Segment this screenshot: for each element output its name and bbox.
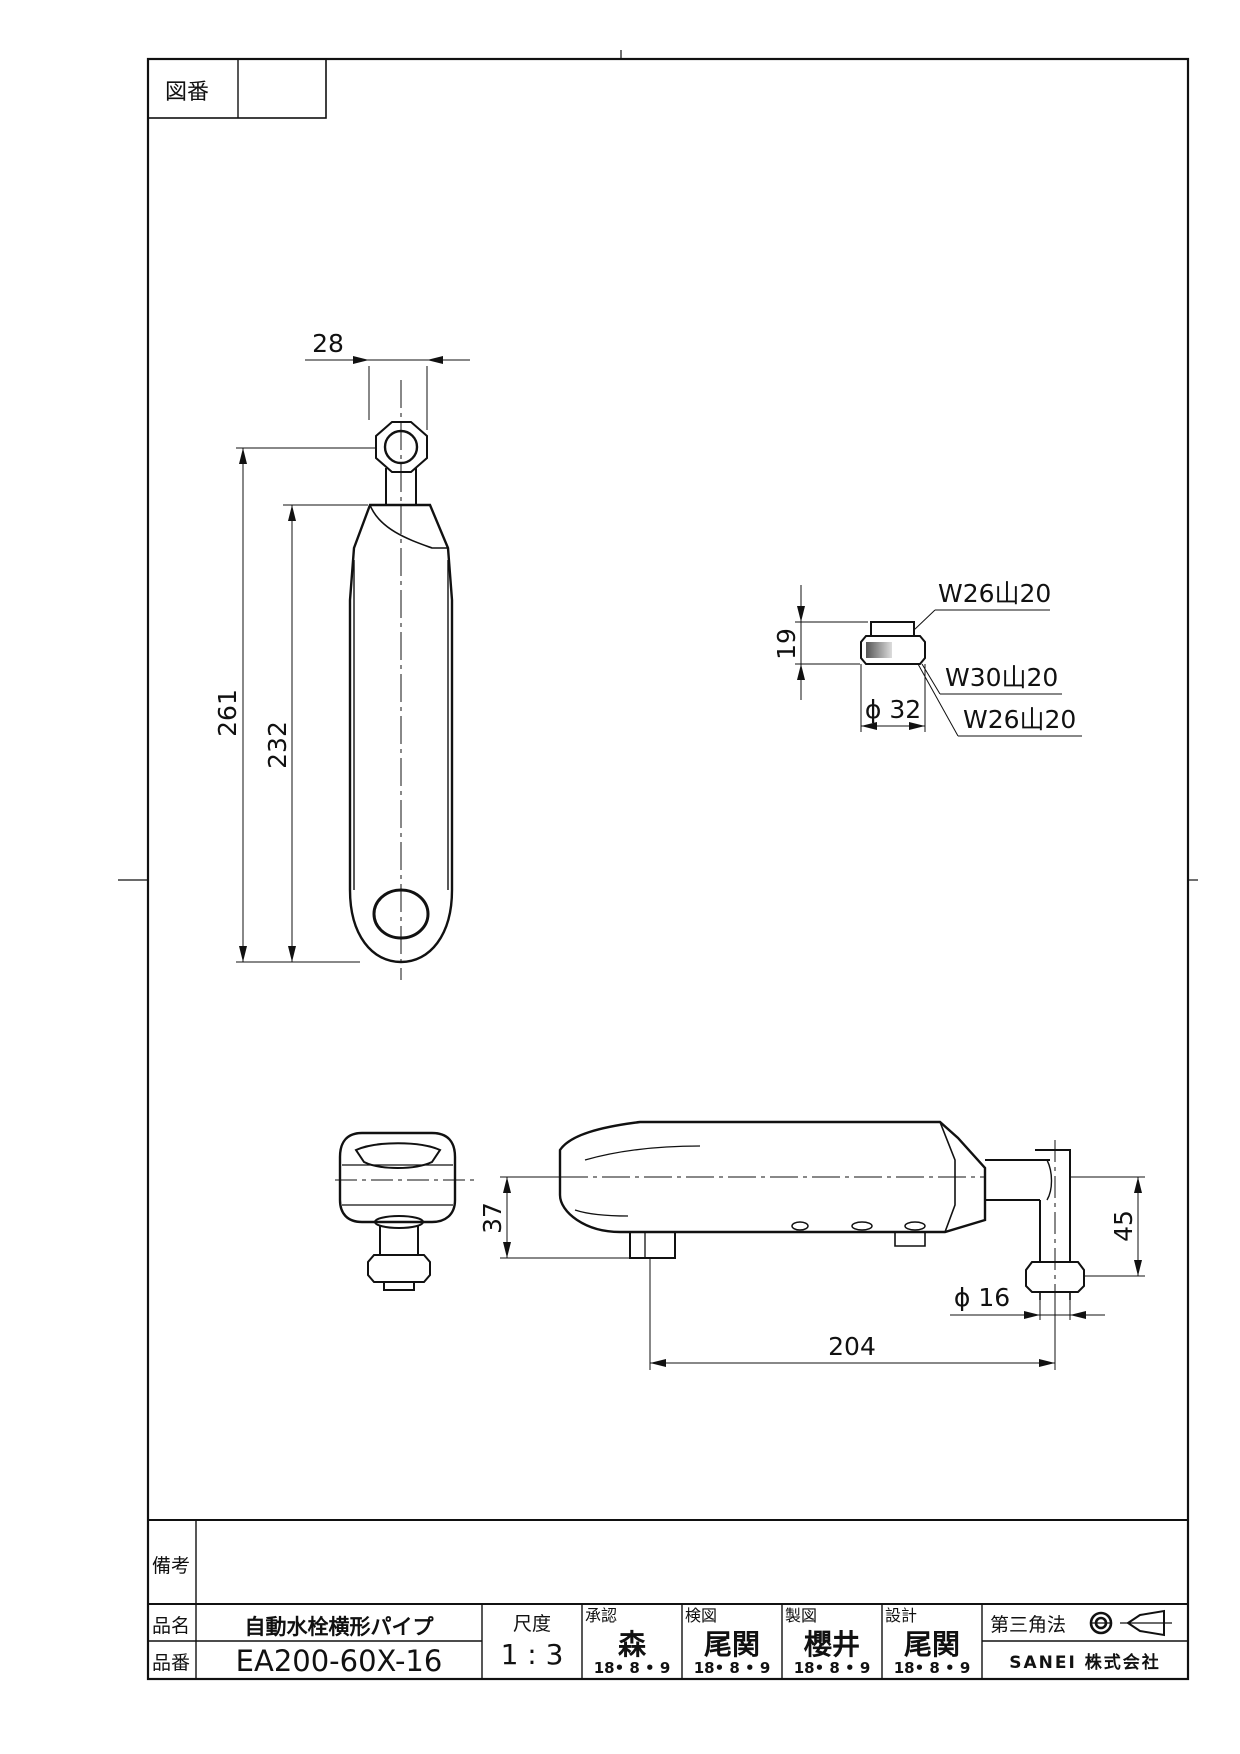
approval-2: 検図 尾関 18• 8 • 9 [685, 1606, 770, 1677]
scale-value: 1 : 3 [501, 1638, 564, 1671]
dim-elbow-height: 45 [1070, 1176, 1145, 1277]
approval-3-date: 18• 8 • 9 [794, 1659, 871, 1677]
dim-thread-height: 19 [772, 585, 868, 700]
approval-2-date: 18• 8 • 9 [694, 1659, 771, 1677]
end-view [335, 1131, 475, 1291]
approval-3-name: 櫻井 [803, 1628, 860, 1661]
approval-4-name: 尾関 [904, 1628, 960, 1661]
drawing-number-box: 図番 [147, 58, 327, 119]
thread-leader-bottom: W26山20 [917, 663, 1082, 737]
approval-3-role: 製図 [785, 1606, 817, 1625]
thread-bottom-text: W26山20 [963, 705, 1076, 734]
product-name: 自動水栓横形パイプ [245, 1615, 435, 1639]
thread-shading [866, 642, 892, 658]
scale-label: 尺度 [513, 1613, 551, 1635]
approval-1: 承認 森 18• 8 • 9 [585, 1606, 670, 1677]
approval-1-date: 18• 8 • 9 [594, 1659, 671, 1677]
dim-thread-dia-text: ϕ 32 [865, 695, 921, 724]
dim-pipe-dia-text: ϕ 16 [954, 1283, 1010, 1312]
dim-overall-length-text: 261 [213, 689, 242, 737]
dim-thread-height-text: 19 [772, 628, 801, 660]
product-code: EA200-60X-16 [236, 1644, 443, 1678]
approval-1-name: 森 [618, 1628, 647, 1661]
drawing-number-label: 図番 [165, 80, 209, 105]
dim-spout-length: 204 [649, 1258, 1056, 1370]
approval-3: 製図 櫻井 18• 8 • 9 [785, 1606, 870, 1677]
product-name-label: 品名 [152, 1615, 190, 1637]
thread-top-text: W26山20 [938, 579, 1051, 608]
dim-body-length-text: 232 [263, 721, 292, 769]
approval-1-role: 承認 [585, 1606, 617, 1625]
side-view [558, 1120, 1085, 1360]
title-block: 備考 品名 自動水栓横形パイプ 品番 EA200-60X-16 尺度 1 : 3… [148, 1519, 1188, 1679]
dim-thread-dia: ϕ 32 [860, 664, 926, 732]
dim-body-length: 232 [263, 504, 368, 962]
dim-overall-length: 261 [213, 447, 376, 963]
product-code-label: 品番 [152, 1652, 190, 1674]
thread-mid-text: W30山20 [945, 663, 1058, 692]
dim-elbow-height-text: 45 [1109, 1210, 1138, 1242]
thread-leader-top: W26山20 [913, 579, 1051, 631]
dim-spout-length-text: 204 [828, 1332, 876, 1361]
company-name: SANEI 株式会社 [1009, 1652, 1160, 1673]
approval-4-role: 設計 [885, 1606, 917, 1625]
approval-2-role: 検図 [685, 1606, 717, 1625]
thread-adapter-view [860, 621, 926, 665]
remarks-label: 備考 [152, 1555, 190, 1577]
dim-side-height-text: 37 [478, 1202, 507, 1234]
sheet-frame [118, 50, 1198, 1681]
dim-top-width: 28 [305, 329, 470, 430]
dim-pipe-dia: ϕ 16 [950, 1283, 1105, 1320]
approval-4: 設計 尾関 18• 8 • 9 [885, 1606, 970, 1677]
third-angle-projection-icon [1089, 1609, 1172, 1637]
projection-label: 第三角法 [990, 1614, 1066, 1636]
approval-4-date: 18• 8 • 9 [894, 1659, 971, 1677]
thread-leader-mid: W30山20 [921, 663, 1062, 695]
approval-2-name: 尾関 [704, 1628, 760, 1661]
dim-side-height: 37 [478, 1176, 630, 1259]
dim-top-width-text: 28 [312, 329, 344, 358]
top-view [348, 380, 454, 980]
